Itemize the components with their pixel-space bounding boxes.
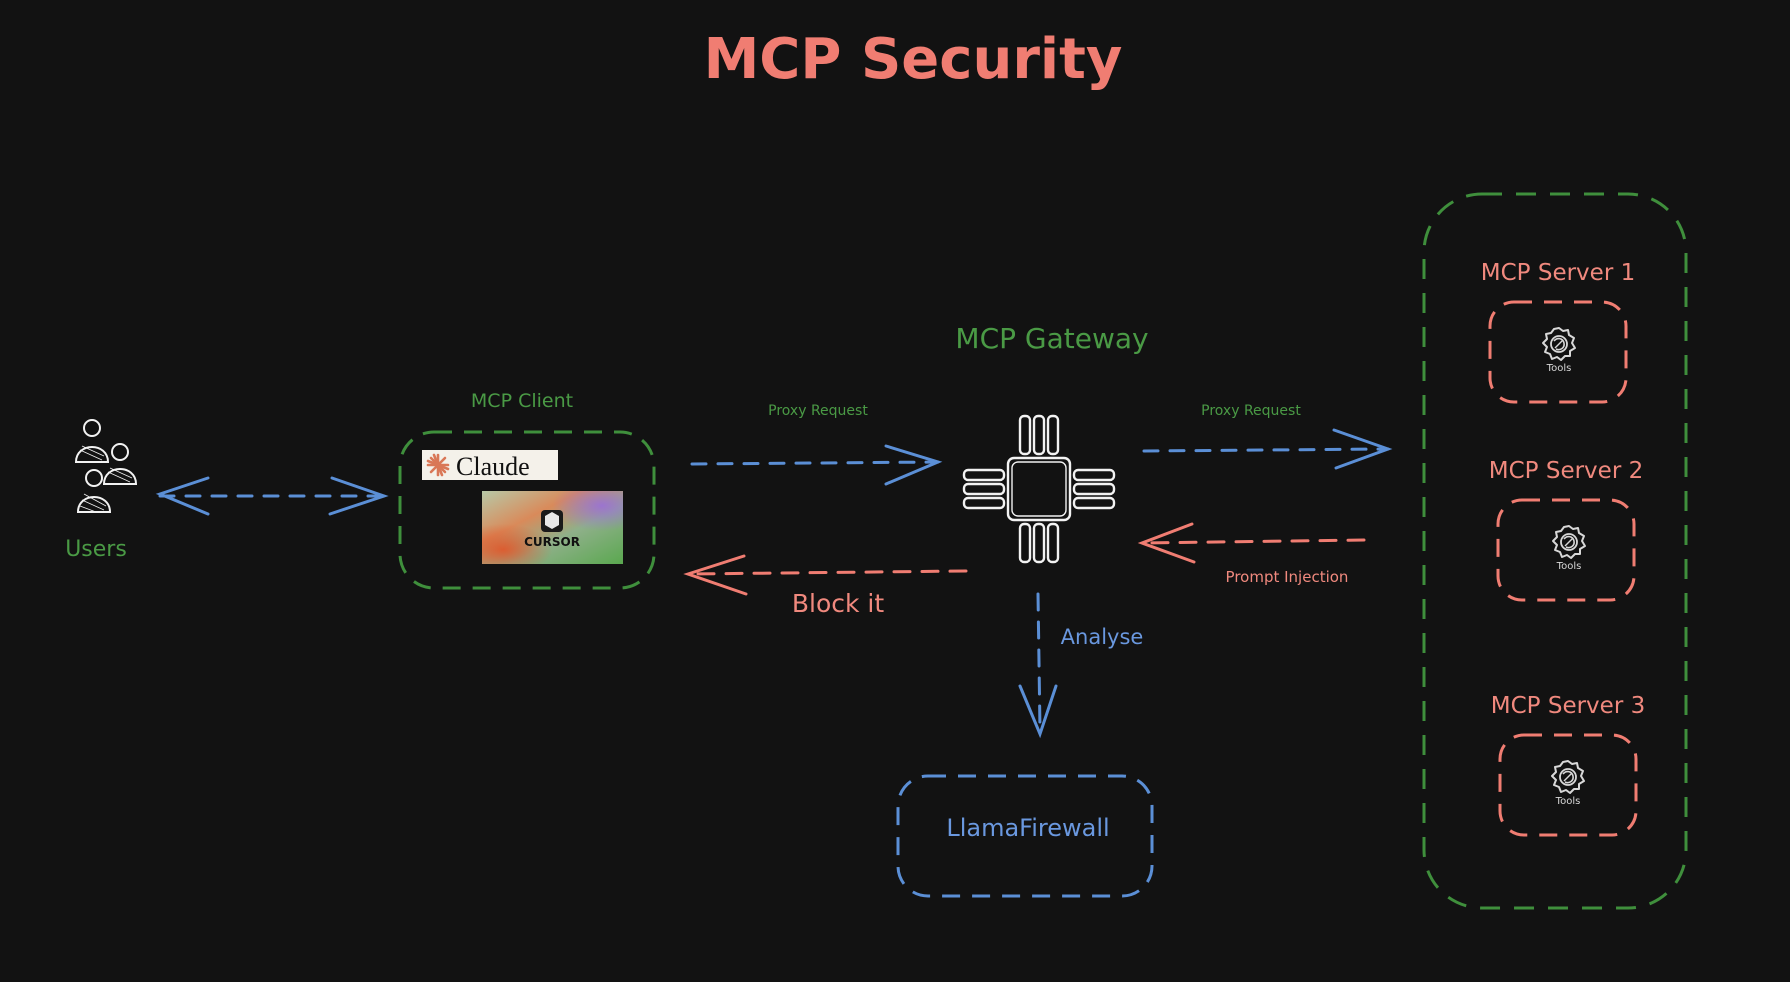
client-box bbox=[398, 430, 656, 590]
mcp-server-2: MCP Server 2 Tools bbox=[1489, 458, 1643, 602]
cursor-logo: CURSOR bbox=[482, 491, 623, 564]
chip-icon bbox=[962, 414, 1116, 564]
firewall-box bbox=[896, 774, 1154, 898]
mcp-server-1: MCP Server 1 Tools bbox=[1481, 260, 1635, 404]
users-icon bbox=[74, 419, 138, 513]
mcp-server-3: MCP Server 3 Tools bbox=[1491, 693, 1645, 837]
gateway-firewall-arrow bbox=[1018, 592, 1058, 739]
gateway-servers-arrow bbox=[1142, 428, 1393, 470]
firewall-label: LlamaFirewall bbox=[946, 814, 1109, 842]
gateway-client-arrow bbox=[683, 554, 968, 596]
servers-container bbox=[1422, 192, 1688, 910]
gateway-servers-label: Proxy Request bbox=[1201, 403, 1301, 419]
client-gateway-arrow bbox=[690, 444, 943, 486]
server-3-tools-label: Tools bbox=[1555, 796, 1581, 807]
page-title: MCP Security bbox=[704, 27, 1123, 92]
block-it-label: Block it bbox=[792, 589, 885, 618]
prompt-injection-label: Prompt Injection bbox=[1226, 568, 1349, 586]
analyse-label: Analyse bbox=[1061, 625, 1144, 649]
tools-icon bbox=[1552, 525, 1586, 559]
server-2-box bbox=[1496, 498, 1636, 602]
claude-logo: Claude bbox=[422, 450, 558, 481]
server-3-box bbox=[1498, 733, 1638, 837]
server-2-label: MCP Server 2 bbox=[1489, 458, 1643, 484]
tools-icon bbox=[1551, 760, 1585, 794]
users-label: Users bbox=[65, 537, 127, 562]
servers-gateway-arrow bbox=[1137, 522, 1366, 564]
gateway-label: MCP Gateway bbox=[955, 322, 1148, 355]
tools-icon bbox=[1542, 327, 1576, 361]
cursor-wordmark: CURSOR bbox=[524, 535, 580, 549]
server-3-label: MCP Server 3 bbox=[1491, 693, 1645, 719]
server-2-tools-label: Tools bbox=[1556, 561, 1582, 572]
client-label: MCP Client bbox=[471, 390, 573, 412]
users-client-arrow bbox=[155, 476, 389, 516]
client-gateway-label: Proxy Request bbox=[768, 403, 868, 419]
server-1-tools-label: Tools bbox=[1546, 363, 1572, 374]
claude-wordmark: Claude bbox=[456, 452, 530, 481]
server-1-label: MCP Server 1 bbox=[1481, 260, 1635, 286]
server-1-box bbox=[1488, 300, 1628, 404]
